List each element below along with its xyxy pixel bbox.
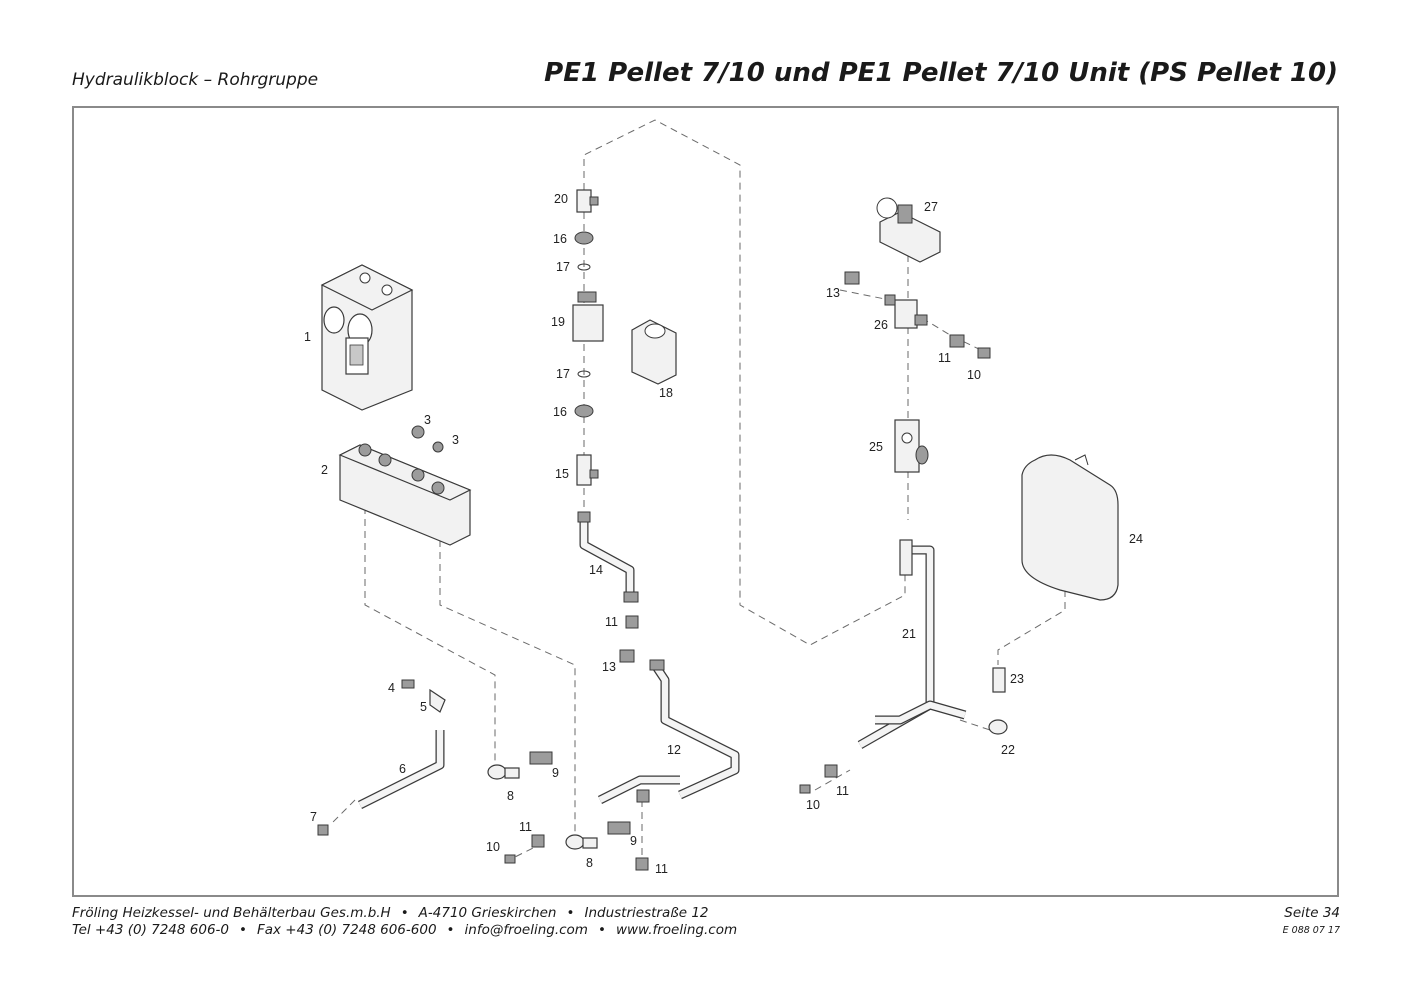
footer-email: info@froeling.com	[464, 922, 588, 938]
label-3a: 3	[424, 413, 431, 427]
right-fittings	[844, 197, 991, 473]
expansion-vessel-part	[1021, 454, 1119, 601]
footer-tel: Tel +43 (0) 7248 606-0	[72, 922, 229, 938]
label-10c: 10	[967, 368, 981, 382]
pipe-group-12	[597, 649, 740, 871]
control-box-part	[320, 264, 414, 411]
label-9b: 9	[630, 834, 637, 848]
label-8b: 8	[586, 856, 593, 870]
part-labels: 1 2 3 3 4 5 6 7 8 8 9 9 10 10 10 11 11 1…	[304, 192, 1143, 876]
label-25: 25	[869, 440, 883, 454]
label-17a: 17	[556, 260, 570, 274]
label-10a: 10	[486, 840, 500, 854]
label-15: 15	[555, 467, 569, 481]
footer-address: Fröling Heizkessel- und Behälterbau Ges.…	[72, 905, 709, 921]
label-10b: 10	[806, 798, 820, 812]
label-4: 4	[388, 681, 395, 695]
footer-city: A-4710 Grieskirchen	[418, 905, 557, 921]
label-22: 22	[1001, 743, 1015, 757]
label-17b: 17	[556, 367, 570, 381]
diagram-frame	[72, 106, 1339, 897]
pipe-group-21	[799, 539, 1008, 794]
assembly-dashed-lines	[329, 119, 1066, 863]
label-6: 6	[399, 762, 406, 776]
label-5: 5	[420, 700, 427, 714]
document-code: E 088 07 17	[1282, 925, 1340, 936]
label-11c: 11	[605, 615, 618, 629]
label-23: 23	[1010, 672, 1024, 686]
label-19: 19	[551, 315, 565, 329]
pump-valve-stack	[572, 189, 677, 486]
label-16b: 16	[553, 405, 567, 419]
footer-contact: Tel +43 (0) 7248 606-0•Fax +43 (0) 7248 …	[72, 922, 738, 938]
pipe-14	[577, 511, 639, 629]
label-20: 20	[554, 192, 568, 206]
label-13a: 13	[602, 660, 616, 674]
page-number: Seite 34	[1284, 905, 1340, 921]
label-11b: 11	[655, 862, 668, 876]
label-1: 1	[304, 330, 311, 344]
label-11e: 11	[938, 351, 951, 365]
label-18: 18	[659, 386, 673, 400]
section-subtitle: Hydraulikblock – Rohrgruppe	[72, 70, 319, 90]
page-title: PE1 Pellet 7/10 und PE1 Pellet 7/10 Unit…	[544, 58, 1338, 88]
label-11a: 11	[519, 820, 532, 834]
label-13b: 13	[826, 286, 840, 300]
label-16a: 16	[553, 232, 567, 246]
label-24: 24	[1129, 532, 1143, 546]
label-12: 12	[667, 743, 681, 757]
label-3b: 3	[452, 433, 459, 447]
footer-street: Industriestraße 12	[584, 905, 709, 921]
footer-fax: Fax +43 (0) 7248 606-600	[256, 922, 437, 938]
distribution-block-part	[338, 425, 472, 546]
footer-web: www.froeling.com	[615, 922, 738, 938]
label-11d: 11	[836, 784, 849, 798]
label-26: 26	[874, 318, 888, 332]
label-21: 21	[902, 627, 916, 641]
label-9a: 9	[552, 766, 559, 780]
fittings-8-9	[487, 751, 631, 864]
label-14: 14	[589, 563, 603, 577]
label-7: 7	[310, 810, 317, 824]
footer-company: Fröling Heizkessel- und Behälterbau Ges.…	[72, 905, 391, 921]
pipe-6	[317, 679, 446, 836]
label-27: 27	[924, 200, 938, 214]
label-8a: 8	[507, 789, 514, 803]
label-2: 2	[321, 463, 328, 477]
